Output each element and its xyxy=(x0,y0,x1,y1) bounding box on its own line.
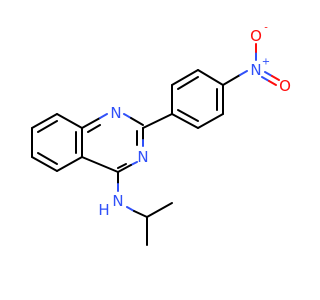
atom-o-top: O xyxy=(250,27,262,45)
benzo-ring xyxy=(31,113,83,172)
bond xyxy=(31,156,58,172)
bond xyxy=(264,71,273,77)
bond xyxy=(261,76,270,82)
bond xyxy=(197,69,224,86)
structure-diagram: N N N H N + O - O xyxy=(31,23,291,246)
nitrophenyl-ring xyxy=(171,69,224,129)
bond xyxy=(126,206,135,212)
atom-o-right: O xyxy=(279,77,291,95)
bond xyxy=(130,161,138,166)
bond xyxy=(142,113,173,129)
atom-n-ring-bottom: N xyxy=(137,148,148,166)
bond xyxy=(31,113,58,129)
molecule-canvas: N N N H N + O - O xyxy=(31,23,291,246)
bond xyxy=(239,70,248,76)
bond xyxy=(81,156,119,173)
atom-n-nitro: N xyxy=(250,61,261,79)
isopropylamino-group xyxy=(117,171,173,246)
bond xyxy=(268,80,277,86)
bond xyxy=(197,113,224,129)
atom-h-amine: H xyxy=(98,201,109,219)
bond xyxy=(130,117,144,126)
bond xyxy=(99,113,108,119)
charge-minus: - xyxy=(264,23,268,34)
bond xyxy=(81,117,101,129)
bond-double-inner xyxy=(87,124,101,133)
bond xyxy=(117,164,132,173)
bond xyxy=(222,74,241,86)
bond-double-inner xyxy=(177,109,199,122)
bond xyxy=(271,75,280,81)
atom-n-amine: N xyxy=(112,192,123,210)
pyrimidine-ring xyxy=(81,113,144,173)
bond xyxy=(56,113,83,129)
nitro-group xyxy=(222,43,280,86)
bond xyxy=(56,156,83,172)
bond xyxy=(133,210,148,218)
bond-double-inner xyxy=(37,152,58,165)
bond-double-inner xyxy=(117,163,127,169)
atom-n-ring-top: N xyxy=(110,104,121,122)
bond xyxy=(146,202,173,218)
bond xyxy=(123,113,132,119)
bond xyxy=(171,69,199,86)
charge-plus: + xyxy=(262,57,270,68)
bond-double-inner xyxy=(37,120,58,133)
bond-double-inner xyxy=(177,76,199,90)
bond xyxy=(171,113,199,129)
